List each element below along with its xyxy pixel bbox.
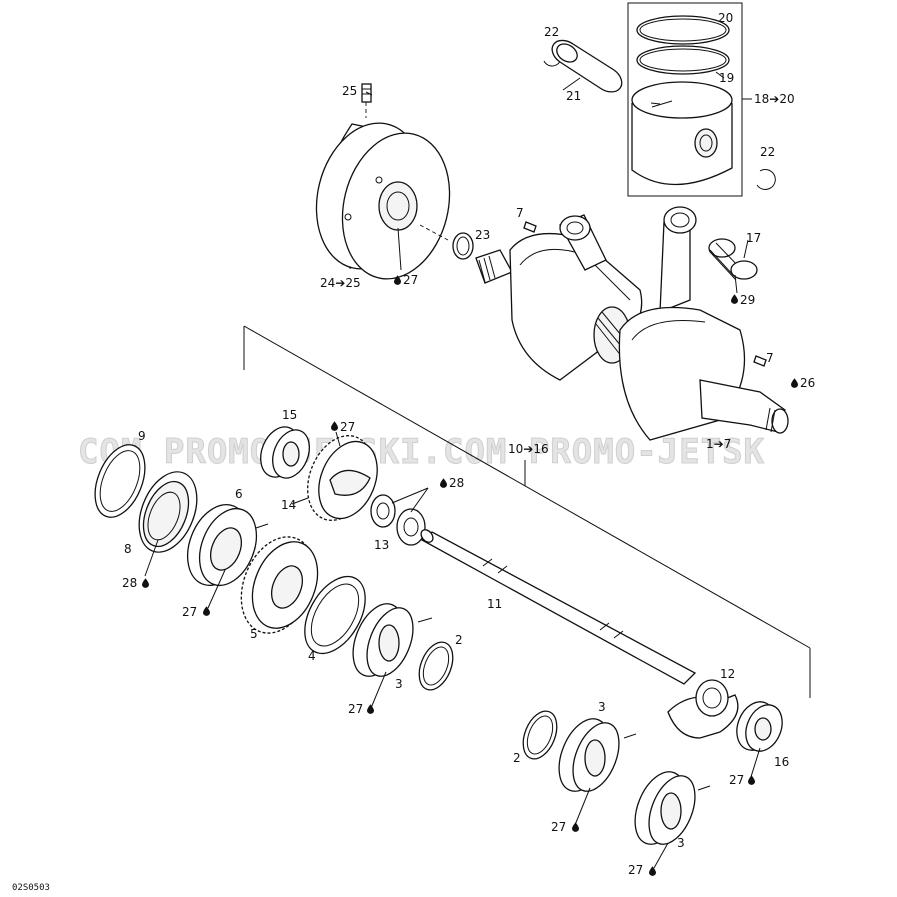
- callout-13: 13: [374, 538, 389, 552]
- callout-23: 23: [475, 228, 490, 242]
- balancer-shaft-panel-frame: [243, 325, 811, 698]
- callout-12: 12: [720, 667, 735, 681]
- callout-27-bottom: 27: [628, 863, 643, 877]
- callout-3-lower: 3: [677, 836, 685, 850]
- piston-assembly-group: [627, 2, 752, 197]
- callout-19: 19: [719, 71, 734, 85]
- watermark-text: COM PROMO-JETSKI.COM PROMO-JETSK: [78, 432, 765, 472]
- callout-2-lower: 2: [513, 751, 521, 765]
- callout-2-upper: 2: [455, 633, 463, 647]
- callout-29: 29: [740, 293, 755, 307]
- callout-27-flywheel: 27: [403, 273, 418, 287]
- callout-15: 15: [282, 408, 297, 422]
- callout-4: 4: [308, 649, 316, 663]
- callout-14: 14: [281, 498, 296, 512]
- flywheel: [315, 83, 474, 280]
- callout-27-bearing3-lower: 27: [551, 820, 566, 834]
- callout-11: 11: [487, 597, 502, 611]
- callout-27-gear: 27: [340, 420, 355, 434]
- callout-26: 26: [800, 376, 815, 390]
- callout-24-to-25: 24➔25: [320, 276, 361, 290]
- callout-18-to-20: 18➔20: [754, 92, 795, 106]
- callout-3-upper: 3: [395, 677, 403, 691]
- callout-25: 25: [342, 84, 357, 98]
- callout-6: 6: [235, 487, 243, 501]
- callout-5: 5: [250, 627, 258, 641]
- piston-pin-and-circlips: [543, 39, 776, 190]
- callout-27-bearing16: 27: [729, 773, 744, 787]
- callout-27-bearing3: 27: [348, 702, 363, 716]
- callout-7-top: 7: [516, 206, 524, 220]
- balancer-components: [94, 426, 783, 845]
- callout-17: 17: [746, 231, 761, 245]
- callout-9: 9: [138, 429, 146, 443]
- callout-labels: 20 22 19 21 18➔20 22 25 7 23 17 24➔25 27…: [122, 11, 815, 877]
- callout-1-to-7: 1➔7: [706, 437, 731, 451]
- callout-28-left: 28: [122, 576, 137, 590]
- callout-22-right: 22: [760, 145, 775, 159]
- callout-28-top: 28: [449, 476, 464, 490]
- crankshaft: [475, 206, 789, 441]
- callout-10-to-16: 10➔16: [508, 442, 549, 456]
- callout-20: 20: [718, 11, 733, 25]
- callout-3-middle: 3: [598, 700, 606, 714]
- callout-21: 21: [566, 89, 581, 103]
- callout-22-top: 22: [544, 25, 559, 39]
- leader-lines: [144, 71, 761, 869]
- reference-code: 02S0503: [12, 883, 50, 893]
- callout-7-right: 7: [766, 351, 774, 365]
- callout-8: 8: [124, 542, 132, 556]
- callout-16: 16: [774, 755, 789, 769]
- callout-27-bearing6: 27: [182, 605, 197, 619]
